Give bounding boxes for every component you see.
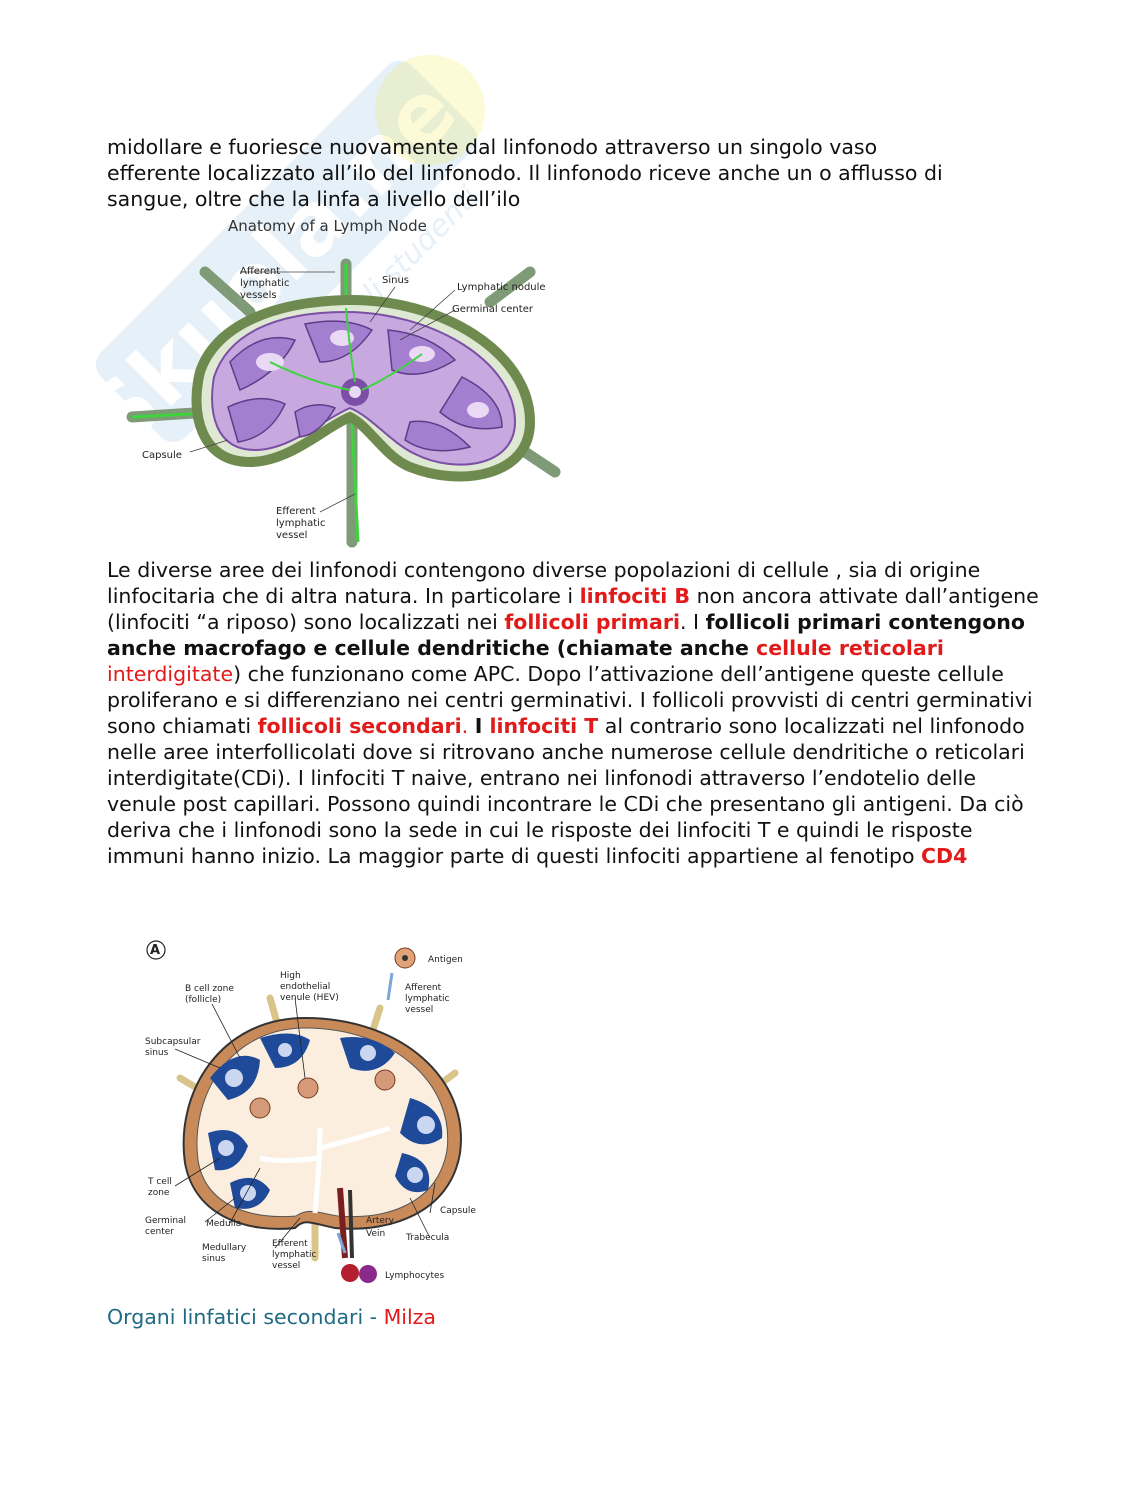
- antigen-label: Antigen: [428, 955, 463, 965]
- capsule-label: Capsule: [142, 450, 182, 461]
- para-text-5: al contrario sono localizzati nel linfon…: [107, 714, 1025, 868]
- intro-line-2: efferente localizzato all’ilo del linfon…: [107, 161, 943, 185]
- lymphatic-nodule-label: Lymphatic nodule: [457, 282, 546, 293]
- b-cell-zone-label-1: B cell zone: [185, 984, 234, 994]
- hev-label-3: venule (HEV): [280, 993, 339, 1003]
- term-linfociti-t: linfociti T: [489, 714, 599, 738]
- efferent-label-2: lymphatic: [276, 518, 325, 529]
- afferent-label-1: Afferent: [240, 266, 280, 277]
- para-bold-i: I: [474, 714, 490, 738]
- term-follicoli-primari: follicoli primari: [504, 610, 681, 634]
- b-cell-zone-label-2: (follicle): [185, 995, 221, 1005]
- medullary-sinus-label-1: Medullary: [202, 1243, 247, 1253]
- para-text-4: ) che funzionano come APC. Dopo l’attiva…: [107, 662, 1033, 738]
- sinus-label: Sinus: [382, 275, 409, 286]
- para-text-2: non ancora attivate dall’antigene (linfo…: [107, 584, 1039, 634]
- germinal2-label-2: center: [145, 1227, 174, 1237]
- hev-label-2: endothelial: [280, 982, 330, 992]
- hev-label-1: High: [280, 971, 301, 981]
- para-text-1: Le diverse aree dei linfonodi contengono…: [107, 558, 981, 608]
- afferent2-label-3: vessel: [405, 1005, 433, 1015]
- figure1-title: Anatomy of a Lymph Node: [228, 217, 427, 235]
- t-cell-zone-label-1: T cell: [147, 1177, 172, 1187]
- afferent2-label-1: Afferent: [405, 983, 442, 993]
- term-follicoli-secondari: follicoli secondari: [257, 714, 462, 738]
- term-cellule-reticolari: cellule reticolari: [756, 636, 944, 660]
- efferent2-label-2: lymphatic: [272, 1250, 317, 1260]
- intro-line-1: midollare e fuoriesce nuovamente dal lin…: [107, 135, 878, 159]
- para-text-3: . I: [680, 610, 706, 634]
- main-paragraph: Le diverse aree dei linfonodi contengono…: [107, 557, 1047, 869]
- term-interdigitate: interdigitate: [107, 662, 234, 686]
- t-cell-zone-label-2: zone: [148, 1188, 170, 1198]
- afferent-label-3: vessels: [240, 290, 277, 301]
- efferent2-label-3: vessel: [272, 1261, 300, 1271]
- germinal2-label-1: Germinal: [145, 1216, 186, 1226]
- heading-text: Organi linfatici secondari -: [107, 1305, 384, 1329]
- efferent2-label-1: Efferent: [272, 1239, 308, 1249]
- subcapsular-label-1: Subcapsular: [145, 1037, 201, 1047]
- intro-line-3: sangue, oltre che la linfa a livello del…: [107, 187, 521, 211]
- efferent-label-1: Efferent: [276, 506, 316, 517]
- term-linfociti-b: linfociti B: [579, 584, 691, 608]
- heading-highlight: Milza: [383, 1305, 436, 1329]
- vein-label: Vein: [366, 1229, 385, 1239]
- artery-label: Artery: [366, 1216, 395, 1226]
- afferent2-label-2: lymphatic: [405, 994, 450, 1004]
- capsule2-label: Capsule: [440, 1206, 476, 1216]
- lymphocytes-label: Lymphocytes: [385, 1271, 445, 1281]
- trabecula-label: Trabecula: [405, 1233, 449, 1243]
- medulla-label: Medulla: [206, 1219, 241, 1229]
- germinal-center-label: Germinal center: [452, 304, 534, 315]
- afferent-label-2: lymphatic: [240, 278, 289, 289]
- subcapsular-label-2: sinus: [145, 1048, 169, 1058]
- lymph-node-anatomy-figure: Anatomy of a Lymph Node: [126, 217, 561, 548]
- panel-letter: A: [150, 943, 160, 958]
- lymph-node-zones-figure: A: [145, 940, 476, 1283]
- term-cd4: CD4: [921, 844, 968, 868]
- medullary-sinus-label-2: sinus: [202, 1254, 226, 1264]
- para-period: .: [461, 714, 475, 738]
- section-heading: Organi linfatici secondari - Milza: [107, 1304, 1047, 1330]
- para-bold-text: follicoli primari contengono anche macro…: [107, 610, 1025, 660]
- efferent-label-3: vessel: [276, 530, 307, 541]
